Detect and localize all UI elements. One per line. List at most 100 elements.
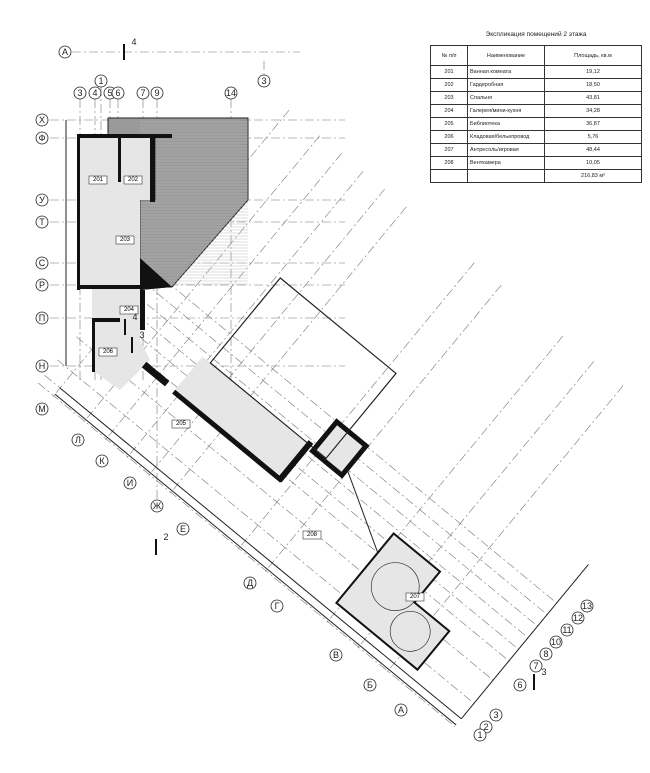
room-tag-202: 202 (123, 175, 143, 185)
axis-label: 1 (98, 76, 103, 86)
axis-label: Б (367, 680, 373, 690)
axis-label: Т (39, 217, 45, 227)
axis-bubble-11: 11 (560, 623, 574, 637)
axis-bubble-Ф: Ф (35, 131, 49, 145)
room-number-label: 207 (410, 594, 421, 600)
floor-room-205 (173, 356, 311, 481)
section-label: 3 (541, 667, 546, 677)
axis-bubble (35, 113, 49, 127)
axis-line (124, 171, 364, 461)
axis-label: 6 (115, 88, 120, 98)
axis-bubble-С: С (35, 256, 49, 270)
room-number: 204 (430, 104, 468, 118)
section-mark-3: 3 (533, 667, 547, 690)
axis-bubble (394, 703, 408, 717)
room-208-walls (309, 418, 370, 479)
axis-bubble (35, 311, 49, 325)
room-tag-204: 204 (119, 305, 139, 315)
room-number: 203 (430, 91, 468, 105)
axis-label: Н (39, 361, 46, 371)
axis-label: 1 (477, 730, 482, 740)
axis-bubble (35, 193, 49, 207)
section-mark-4: 4 (124, 312, 138, 335)
axis-label: 9 (154, 88, 159, 98)
axis-bubble (95, 454, 109, 468)
room-number: 205 (430, 117, 468, 131)
dimension-line (54, 393, 457, 726)
axis-label: Р (39, 280, 45, 290)
axis-line (168, 206, 407, 496)
axis-bubble (580, 599, 594, 613)
axis-line (38, 382, 456, 727)
axis-bubble (224, 86, 238, 100)
room-tag-206: 206 (98, 347, 118, 357)
wall (77, 285, 140, 289)
section-mark-4: 4 (123, 37, 137, 60)
axis-label: 12 (573, 613, 583, 623)
axis-bubble (529, 659, 543, 673)
room-area: 48,44 (544, 143, 642, 157)
round-rug (389, 610, 431, 652)
axis-bubble-Х: Х (35, 113, 49, 127)
axis-bubble (35, 402, 49, 416)
col-area: Площадь, кв.м (544, 45, 642, 66)
schedule-title: Экспликация помещений 2 этажа (485, 31, 587, 38)
col-name: Наименование (467, 45, 545, 66)
axis-label: 2 (483, 722, 488, 732)
axis-bubble-А: А (58, 45, 72, 59)
axis-bubble (35, 215, 49, 229)
room-number-label: 202 (128, 177, 139, 183)
axis-bubble-3: 3 (257, 74, 271, 88)
axis-bubble-Т: Т (35, 215, 49, 229)
axis-bubble (35, 256, 49, 270)
room-number-label: 204 (124, 307, 135, 313)
axis-label: 8 (543, 649, 548, 659)
axis-label: 7 (140, 88, 145, 98)
axis-bubble-7: 7 (529, 659, 543, 673)
section-label: 4 (132, 312, 137, 322)
section-label: 2 (163, 532, 168, 542)
axis-bubble-Е: Е (176, 522, 190, 536)
axis-label: А (398, 705, 404, 715)
axis-line (120, 282, 538, 627)
room-name: Спальня (467, 91, 545, 105)
axis-label: 14 (226, 88, 236, 98)
axis-line (236, 262, 475, 552)
axis-bubble (73, 86, 87, 100)
axis-bubble-Ж: Ж (150, 499, 164, 513)
room-number-label: 208 (307, 532, 318, 538)
col-number: № п/п (430, 45, 468, 66)
axis-bubble-Г: Г (270, 599, 284, 613)
axis-bubble (94, 74, 108, 88)
axis-bubble-14: 14 (224, 86, 238, 100)
wall (150, 134, 155, 202)
axis-label: 4 (92, 88, 97, 98)
axis-bubble (539, 647, 553, 661)
axis-label: У (39, 195, 45, 205)
axis-label: 13 (582, 601, 592, 611)
axis-bubble (123, 476, 137, 490)
axis-bubble-П: П (35, 311, 49, 325)
room-tag-205: 205 (171, 419, 191, 429)
axis-bubble-К: К (95, 454, 109, 468)
section-label: 4 (131, 37, 136, 47)
railing (346, 468, 379, 553)
room-name: Библиотека (467, 117, 545, 131)
axis-bubble (35, 278, 49, 292)
axis-bubble-12: 12 (571, 611, 585, 625)
wall (92, 318, 120, 322)
axis-line (111, 294, 529, 638)
axis-label: 7 (533, 661, 538, 671)
axis-bubble (35, 131, 49, 145)
room-area: 10,05 (544, 156, 642, 170)
axis-bubble (571, 611, 585, 625)
axis-bubble-Д: Д (243, 576, 257, 590)
axis-label: Д (247, 578, 253, 588)
axis-line (139, 259, 557, 604)
room-number-label: 206 (103, 349, 114, 355)
